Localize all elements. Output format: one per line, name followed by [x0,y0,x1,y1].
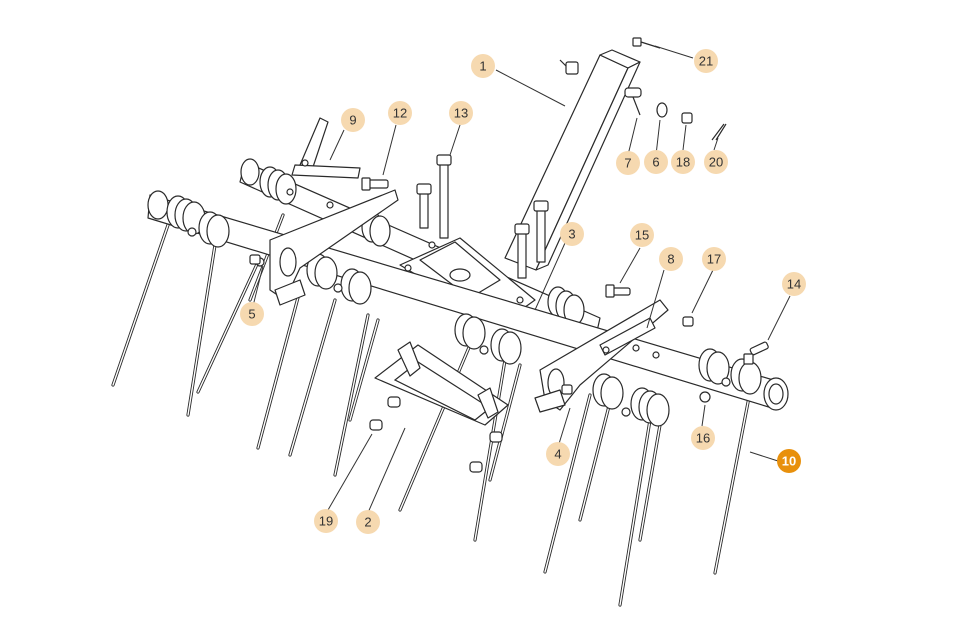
hardware [249,37,769,473]
callout-label: 19 [319,514,333,529]
callout-17: 17 [702,247,726,271]
tine [638,423,662,542]
callout-label: 13 [454,106,468,121]
callout-label: 15 [635,228,649,243]
leader-lines [252,45,791,516]
nut-4 [561,384,573,395]
tine [473,358,507,542]
nut-19c [469,461,483,473]
callout-label: 20 [709,155,723,170]
coil-spring [490,328,522,365]
callout-label: 12 [393,106,407,121]
callout-label: 6 [652,155,659,170]
callout-label: 8 [667,252,674,267]
callout-4: 4 [546,442,570,466]
clip-20 [711,123,727,141]
coil-spring [698,348,730,385]
bolt-15 [605,284,631,298]
callout-label: 4 [554,447,561,462]
callout-label: 2 [364,515,371,530]
tine [196,260,260,394]
tines [111,213,752,607]
callout-label: 10 [782,454,796,469]
tine [256,288,302,450]
callout-13: 13 [449,101,473,125]
bushing-6 [656,102,668,118]
coil-spring [630,387,670,427]
tine [488,363,522,482]
callouts: 1 2 3 4 5 6 7 8 9 10 12 13 14 15 16 17 1… [240,49,806,534]
coil-spring [198,211,230,248]
tine [111,223,170,387]
right-bracket [534,299,669,413]
callout-15: 15 [630,223,654,247]
main-frame-beam [504,49,641,271]
callout-7: 7 [616,151,640,175]
callout-label: 3 [568,227,575,242]
callout-10: 10 [777,449,801,473]
left-bracket [269,117,399,306]
callout-label: 21 [699,54,713,69]
nut-17 [682,316,694,327]
coil-spring [547,286,585,326]
callout-label: 18 [676,155,690,170]
coil-spring [306,253,338,290]
callout-3: 3 [560,222,584,246]
nut-19d [489,431,503,443]
pin-7 [624,87,642,116]
callout-label: 1 [479,59,486,74]
callout-20: 20 [704,150,728,174]
clamp-plate [374,341,509,426]
callout-label: 16 [696,431,710,446]
tine [713,390,752,575]
tine [543,393,592,574]
coil-spring [166,195,206,235]
callout-21: 21 [694,49,718,73]
tine [578,400,612,522]
tine [248,213,285,302]
callout-9: 9 [341,108,365,132]
tine [618,418,652,607]
callout-label: 5 [248,307,255,322]
callout-12: 12 [388,101,412,125]
coil-spring [592,373,624,410]
callout-label: 7 [624,156,631,171]
tine [288,298,337,457]
callout-5: 5 [240,302,264,326]
callout-label: 17 [707,252,721,267]
callout-14: 14 [782,272,806,296]
callout-8: 8 [659,247,683,271]
bolt-12 [361,177,389,191]
nut-16 [699,391,711,403]
tine [186,243,217,417]
tine [348,318,380,422]
nut-18 [681,112,693,124]
nut-5 [249,254,261,265]
tine [333,313,370,477]
nut-19b [387,396,401,408]
callout-19: 19 [314,509,338,533]
coil-spring [730,358,762,395]
callout-16: 16 [691,426,715,450]
u-bolts [416,154,549,279]
callout-1: 1 [471,54,495,78]
callout-2: 2 [356,510,380,534]
coil-spring [259,166,297,205]
callout-6: 6 [644,150,668,174]
coil-spring [454,313,486,350]
callout-label: 14 [787,277,801,292]
callout-label: 9 [349,113,356,128]
callout-18: 18 [671,150,695,174]
coil-spring [340,268,372,305]
nut-19a [369,419,383,431]
bolt-14 [743,341,769,365]
